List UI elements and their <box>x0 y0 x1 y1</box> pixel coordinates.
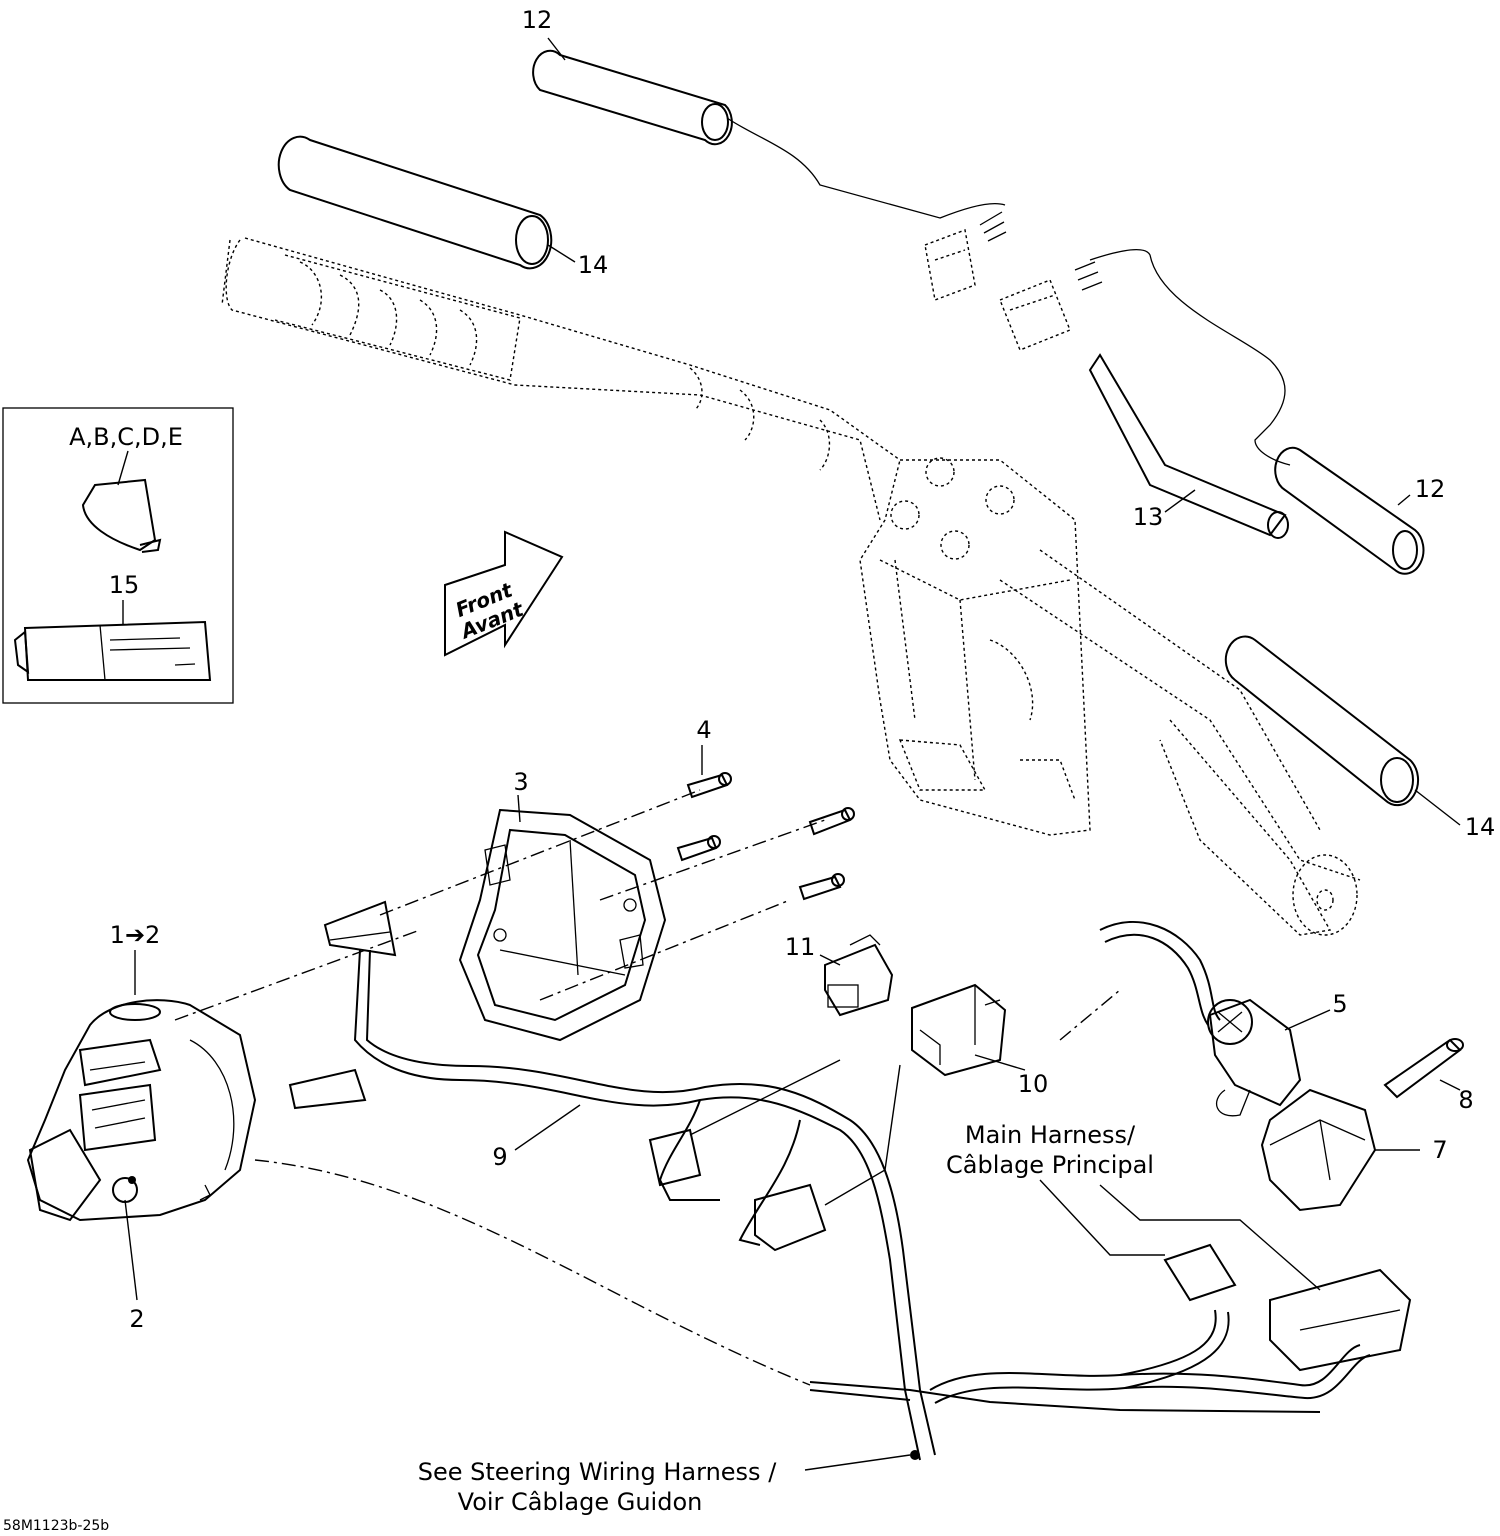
leader-lines <box>117 37 1461 1471</box>
main-harness-label-fr: Câblage Principal <box>946 1151 1154 1179</box>
callout-13: 13 <box>1133 503 1164 531</box>
heater-element-right <box>1074 248 1425 575</box>
small-connectors <box>288 900 1412 1372</box>
callout-10: 10 <box>1018 1070 1049 1098</box>
connector-top-left <box>924 229 976 301</box>
steering-note: See Steering Wiring Harness / <box>418 1458 777 1486</box>
callout-8: 8 <box>1458 1086 1473 1114</box>
inset-label-15: 15 <box>109 571 140 599</box>
inset-label-abcde: A,B,C,D,E <box>69 423 183 451</box>
callout-9: 9 <box>492 1143 507 1171</box>
connector-top-right <box>999 279 1071 351</box>
handlebar-clamp <box>859 457 1091 836</box>
handlebar <box>221 237 1361 936</box>
leader-dot-2 <box>128 1176 136 1184</box>
callout-11: 11 <box>785 933 816 961</box>
connector-11 <box>824 934 894 1017</box>
callout-12-right: 12 <box>1415 475 1446 503</box>
throttle-tube <box>1088 353 1289 539</box>
callout-7: 7 <box>1432 1136 1447 1164</box>
switch-5 <box>1207 998 1302 1117</box>
switch-housing <box>458 808 667 1042</box>
callout-14-right: 14 <box>1465 813 1496 841</box>
wiring-harness <box>353 921 1371 1461</box>
callout-3: 3 <box>513 768 528 796</box>
alignment-lines <box>174 789 1121 1386</box>
grip-sleeve-left <box>277 135 553 270</box>
callout-5: 5 <box>1332 990 1347 1018</box>
callout-labels: 12 14 12 13 14 4 3 1➔2 2 11 5 10 8 9 7 <box>110 6 1496 1333</box>
leader-dot <box>910 1450 920 1460</box>
document-id: 58M1123b-25b <box>3 1518 109 1534</box>
cap-7 <box>1260 1088 1377 1212</box>
callout-4: 4 <box>696 716 711 744</box>
screw-set <box>676 772 855 901</box>
front-arrow-text: Front Avant <box>452 577 528 644</box>
steering-note-fr: Voir Câblage Guidon <box>458 1488 703 1516</box>
callout-1-to-2: 1➔2 <box>110 921 161 949</box>
main-harness-label: Main Harness/ <box>965 1121 1136 1149</box>
pin-8 <box>1383 1038 1464 1099</box>
front-arrow <box>444 530 564 657</box>
connector-10 <box>911 983 1007 1077</box>
inset-box <box>2 407 234 704</box>
switch-assembly <box>26 999 257 1222</box>
callout-12-top: 12 <box>522 6 553 34</box>
callout-2: 2 <box>129 1305 144 1333</box>
heater-element-top <box>532 49 1007 242</box>
grip-sleeve-right <box>1224 635 1420 807</box>
callout-14-left: 14 <box>578 251 609 279</box>
